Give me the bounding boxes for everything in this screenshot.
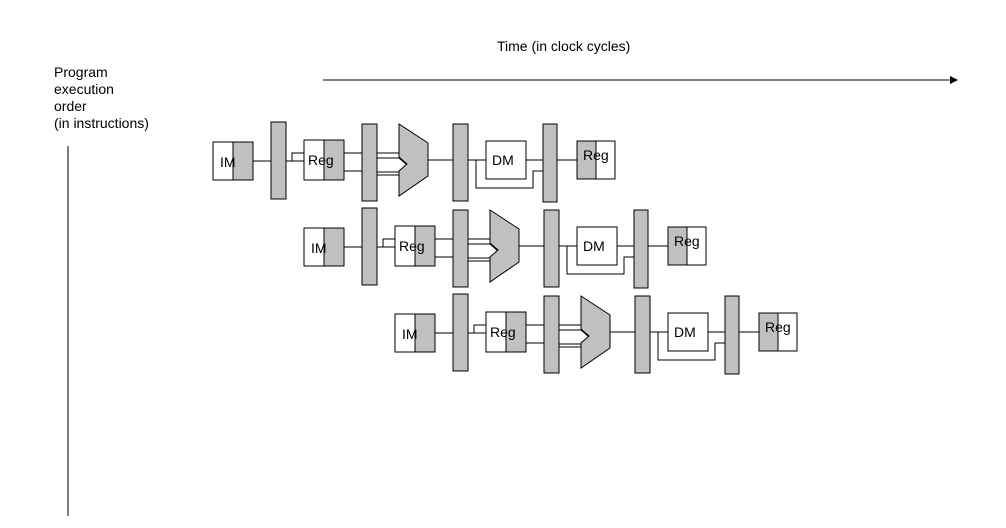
program-order-label: Program execution order (in instructions…: [54, 64, 149, 132]
wire: [291, 152, 304, 161]
pipeline-register-if-id: [452, 293, 469, 372]
reg-read-label: Reg: [490, 324, 516, 340]
instruction-row-1: IM Reg DM Reg: [212, 121, 616, 203]
time-axis-arrowhead: [950, 76, 958, 84]
dm-box: [485, 140, 527, 180]
reg-write-box-shaded-half: [667, 226, 688, 266]
dm-box: [576, 226, 618, 266]
axes: [67, 76, 958, 516]
reg-write-box-shaded-half: [758, 312, 779, 352]
alu-shape: [489, 209, 520, 283]
program-order-line-3: order: [54, 98, 87, 114]
pipeline-register-if-id: [270, 121, 287, 200]
wire: [382, 238, 395, 247]
pipeline-register-if-id: [361, 207, 378, 286]
instruction-row-2: IM Reg DM Reg: [303, 207, 707, 289]
instruction-row-3: IM Reg DM Reg: [394, 293, 798, 375]
alu-shape: [398, 123, 429, 197]
wire: [566, 246, 634, 275]
pipeline-register-id-ex: [543, 295, 560, 374]
reg-write-box-shaded-half: [576, 140, 597, 180]
wire: [475, 160, 543, 189]
pipeline-register-id-ex: [361, 123, 378, 202]
pipeline-register-ex-mem: [452, 123, 469, 202]
dm-label: DM: [492, 152, 514, 168]
reg-write-label: Reg: [674, 233, 700, 249]
pipeline-register-mem-wb: [542, 123, 558, 203]
reg-write-label: Reg: [765, 319, 791, 335]
dm-box: [667, 312, 709, 352]
pipeline-register-mem-wb: [633, 209, 649, 289]
reg-read-label: Reg: [308, 152, 334, 168]
reg-read-box-shaded-half: [505, 311, 527, 353]
program-order-line-4: (in instructions): [54, 115, 149, 131]
pipeline-register-ex-mem: [634, 295, 651, 374]
dm-label: DM: [583, 238, 605, 254]
reg-write-label: Reg: [583, 147, 609, 163]
im-label: IM: [220, 154, 236, 170]
reg-read-label: Reg: [399, 238, 425, 254]
wire: [473, 324, 486, 333]
pipeline-register-ex-mem: [543, 209, 560, 288]
alu-shape: [580, 295, 611, 369]
time-axis-label: Time (in clock cycles): [497, 38, 631, 54]
im-label: IM: [402, 326, 418, 342]
reg-read-box-shaded-half: [323, 139, 345, 181]
pipeline-register-mem-wb: [724, 295, 740, 375]
program-order-line-2: execution: [54, 81, 114, 97]
im-box-shaded-half: [323, 227, 345, 267]
dm-label: DM: [674, 324, 696, 340]
program-order-line-1: Program: [54, 64, 108, 80]
im-box-shaded-half: [414, 313, 436, 353]
reg-read-box-shaded-half: [414, 225, 436, 267]
im-label: IM: [311, 240, 327, 256]
im-box-shaded-half: [232, 141, 254, 181]
pipeline-register-id-ex: [452, 209, 469, 288]
wire: [657, 332, 725, 361]
